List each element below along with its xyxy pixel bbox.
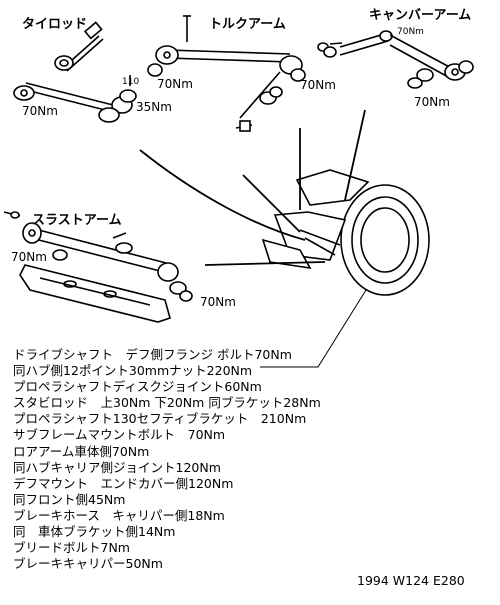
thrust-arm-torque-right: 70Nm <box>200 295 236 309</box>
leader-lines <box>139 109 366 266</box>
vehicle-model-footer: 1994 W124 E280 <box>357 573 465 588</box>
tie-rod-small-value: 110 <box>122 77 140 87</box>
tie-rod-illustration <box>13 21 137 123</box>
thrust-arm-title: スラストアーム <box>32 213 122 228</box>
hub-pointer-line <box>260 289 367 368</box>
tie-rod-title: タイロッド <box>22 17 88 32</box>
spec-item: ブレーキキャリパー50Nm <box>13 556 163 572</box>
spec-item: ドライブシャフト デフ側フランジ ボルト70Nm <box>13 347 292 362</box>
camber-arm-torque-small: 70Nm <box>397 27 424 37</box>
spec-item: スタビロッド 上30Nm 下20Nm 同ブラケット28Nm <box>13 395 321 411</box>
spec-item: 同ハブ側12ポイント30mmナット220Nm <box>13 363 253 379</box>
thrust-arm-illustration <box>3 211 193 323</box>
spec-item: プロペラシャフト130セフティブラケット 210Nm <box>13 411 307 427</box>
spec-item: 同ハブキャリア側ジョイント120Nm <box>13 459 221 475</box>
thrust-arm-torque-left: 70Nm <box>11 250 47 264</box>
spec-item: ロアアーム車体側70Nm <box>13 443 150 459</box>
hub-assembly-illustration <box>261 169 430 296</box>
tie-rod-torque-left: 70Nm <box>22 104 58 118</box>
tie-rod-torque-right: 35Nm <box>136 100 172 114</box>
spec-item: 同 車体ブラケット側14Nm <box>13 524 176 540</box>
spec-item: デフマウント エンドカバー側120Nm <box>13 475 234 491</box>
spec-item: プロペラシャフトディスクジョイント60Nm <box>13 379 262 395</box>
torque-arm-illustration <box>147 15 306 132</box>
camber-arm-title: キャンバーアーム <box>369 8 472 23</box>
camber-arm-torque-bottom: 70Nm <box>414 95 450 109</box>
torque-arm-title: トルクアーム <box>209 17 286 32</box>
torque-arm-torque-right: 70Nm <box>300 78 336 92</box>
spec-item: ブレーキホース キャリパー側18Nm <box>13 507 225 523</box>
torque-arm-torque-left: 70Nm <box>157 77 193 91</box>
torque-spec-list: ドライブシャフト デフ側フランジ ボルト70Nm 同ハブ側12ポイント30mmナ… <box>13 347 321 572</box>
spec-item: サブフレームマウントボルト 70Nm <box>13 427 226 443</box>
spec-item: 同フロント側45Nm <box>13 491 126 507</box>
spec-item: ブリードボルト7Nm <box>13 540 130 556</box>
camber-arm-illustration <box>317 30 474 89</box>
